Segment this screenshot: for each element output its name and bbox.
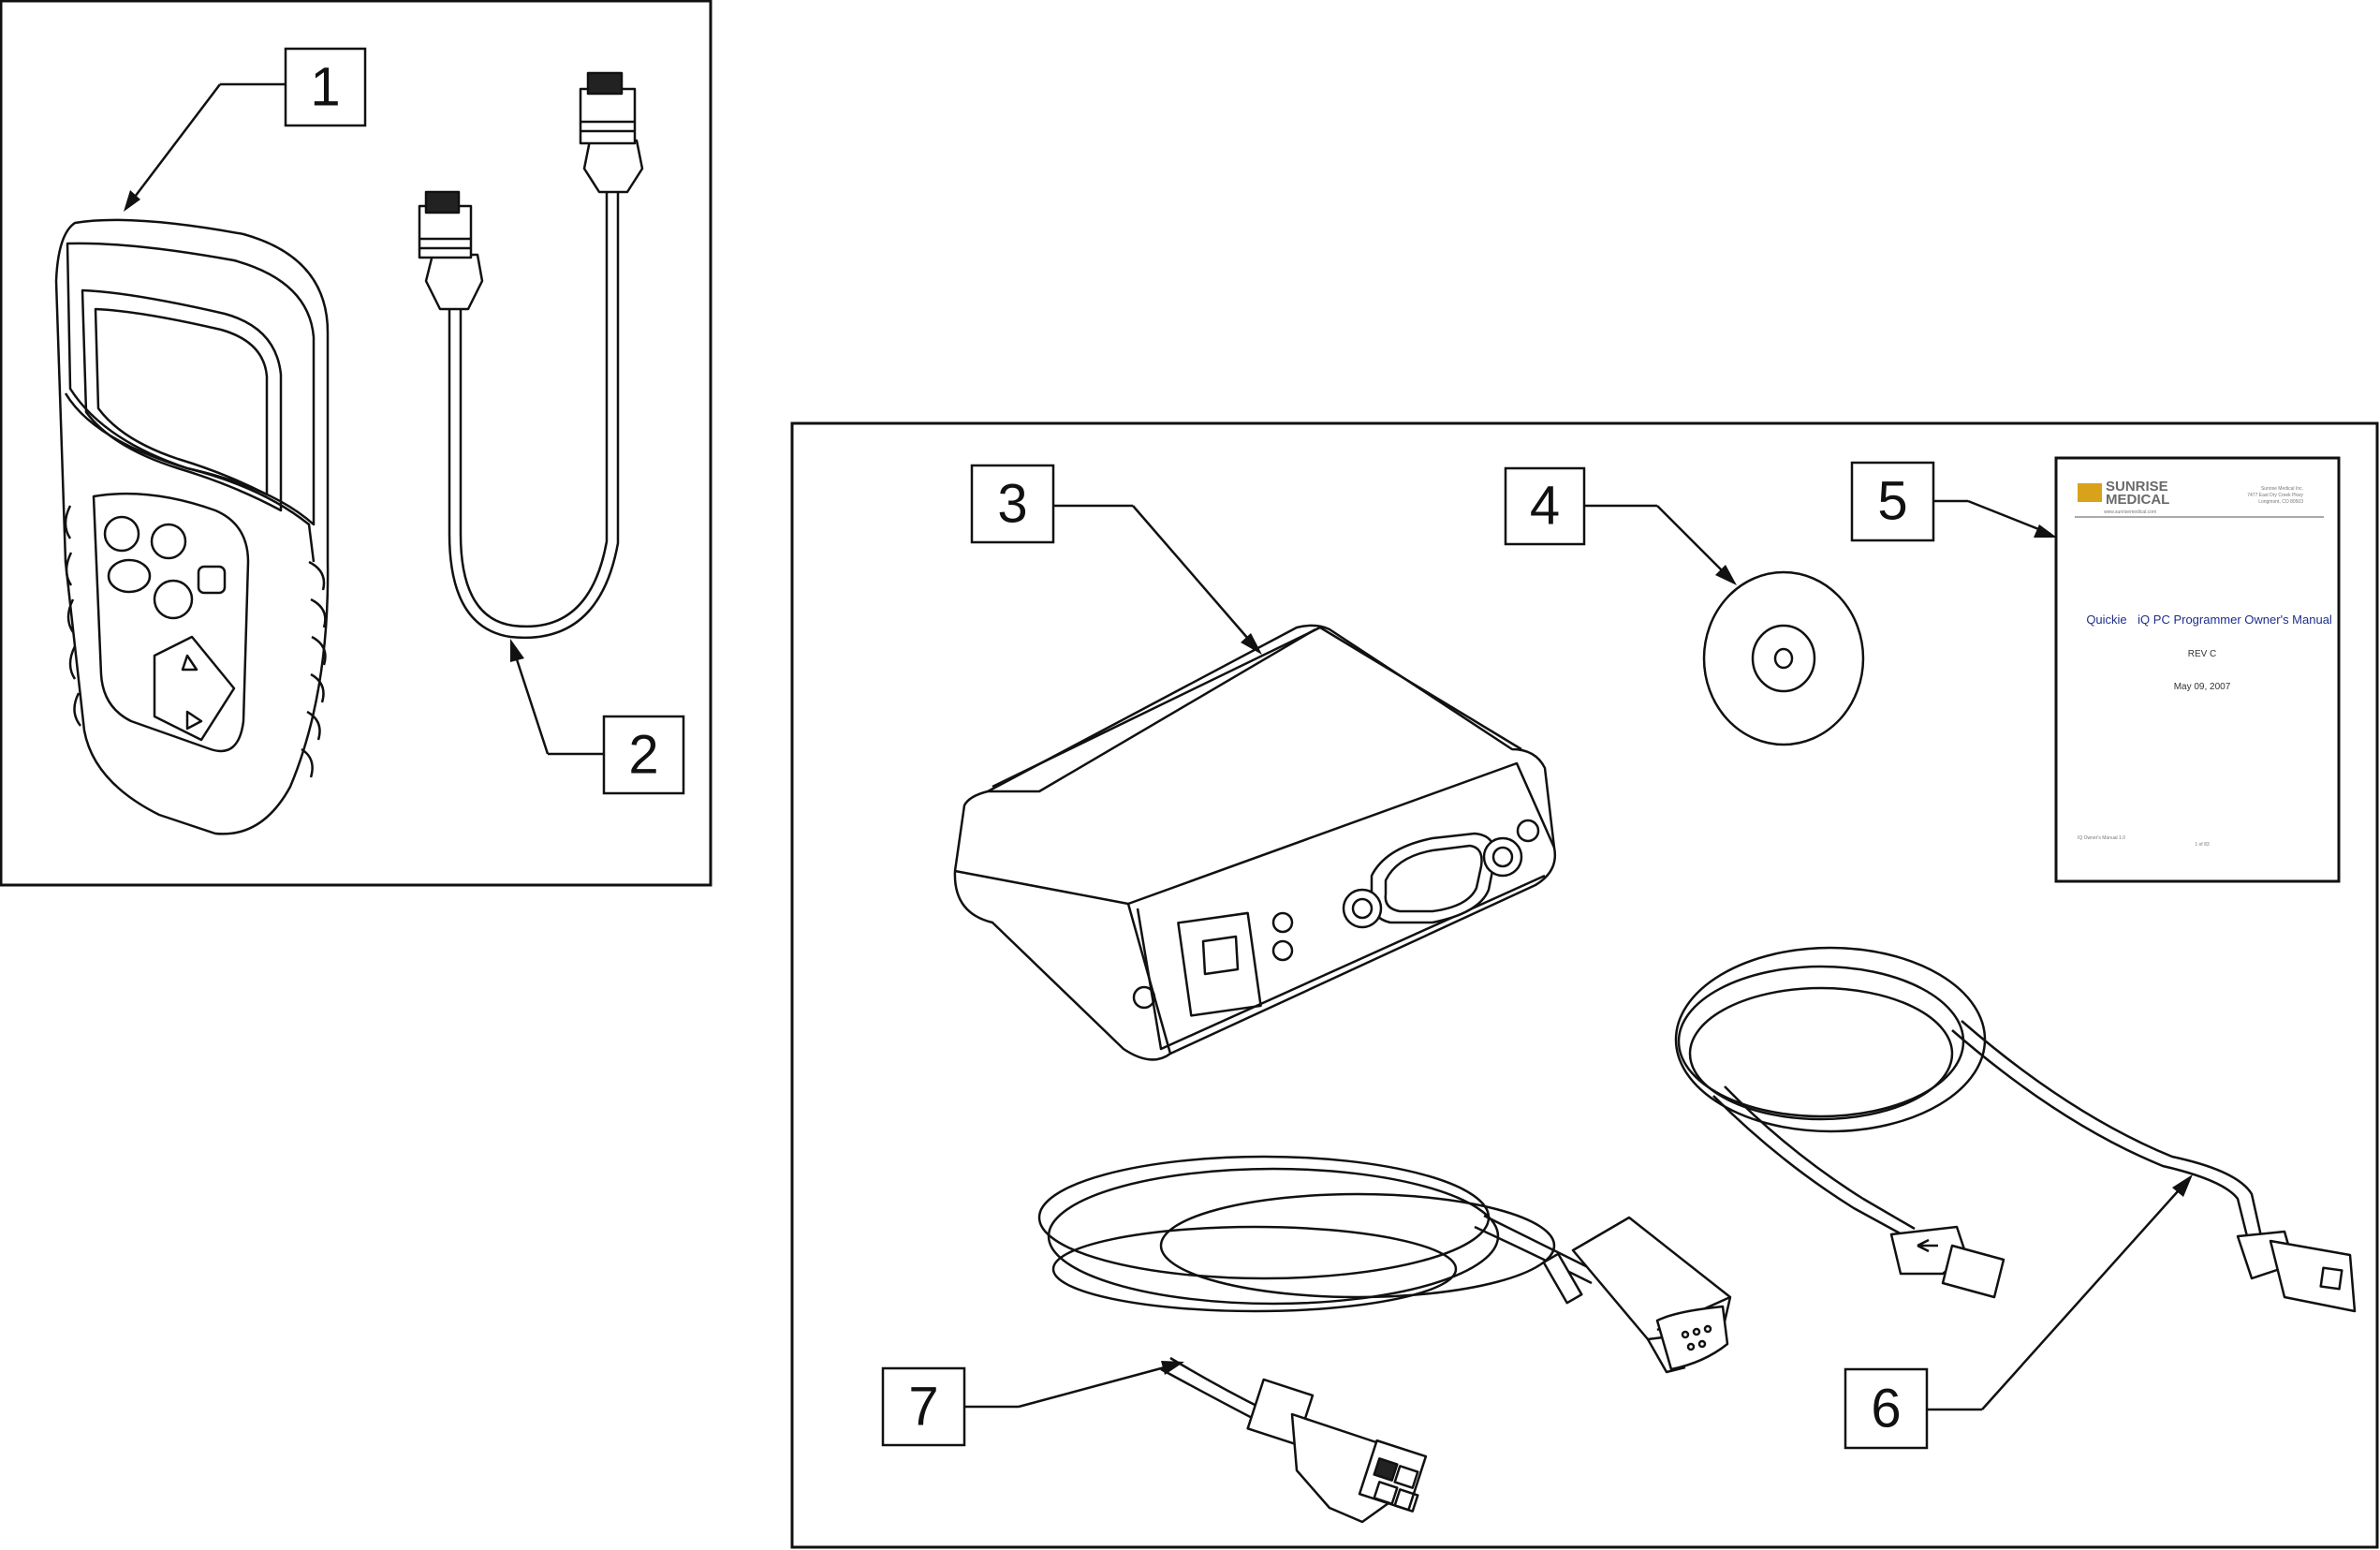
sunrise-logo-icon	[2078, 483, 2102, 502]
manual-address-3: Longmont, CO 80503	[2258, 499, 2303, 505]
callout-box-3	[970, 464, 1055, 544]
manual-address-1: Sunrise Medical Inc.	[2261, 486, 2303, 492]
manual-revision: REV C	[2188, 649, 2217, 659]
callout-label-3: 3	[997, 474, 1027, 535]
callout-box-7	[881, 1366, 966, 1447]
callout-label-5: 5	[1877, 471, 1907, 532]
manual-title: iQ PC Programmer Owner's Manual	[2138, 613, 2332, 627]
manual-page: 1 of 83	[2195, 842, 2210, 848]
serial-cable	[1037, 1155, 1732, 1524]
manual-address-2: 7477 East Dry Creek Pkwy	[2247, 493, 2303, 498]
manual-title-brand: Quickie	[2086, 613, 2126, 627]
manual-footer-left: IQ Owner's Manual 1.0	[2078, 835, 2125, 841]
connector-cable	[418, 71, 644, 640]
manual-date: May 09, 2007	[2174, 682, 2231, 692]
left-panel-border	[0, 0, 713, 887]
manual-brand-line2: MEDICAL	[2106, 492, 2169, 508]
callout-box-5	[1850, 461, 1935, 542]
callout-box-4	[1504, 466, 1586, 546]
owners-manual: SUNRISE MEDICAL www.sunrisemedical.com S…	[2054, 456, 2341, 883]
usb-cable	[1674, 946, 2357, 1313]
callout-label-2: 2	[628, 725, 658, 786]
right-panel-border	[790, 421, 2379, 1549]
callout-box-2	[602, 715, 685, 795]
software-cd	[1702, 570, 1865, 746]
callout-box-1	[284, 47, 367, 127]
manual-website: www.sunrisemedical.com	[2104, 509, 2156, 515]
callout-label-1: 1	[310, 57, 340, 118]
callout-label-4: 4	[1530, 476, 1560, 537]
callout-box-6	[1844, 1367, 1929, 1450]
manual-brand-line1: SUNRISE	[2106, 479, 2168, 495]
handheld-programmer	[54, 218, 330, 835]
callout-label-6: 6	[1871, 1379, 1901, 1439]
callout-label-7: 7	[908, 1377, 938, 1438]
interface-box	[953, 624, 1557, 1061]
